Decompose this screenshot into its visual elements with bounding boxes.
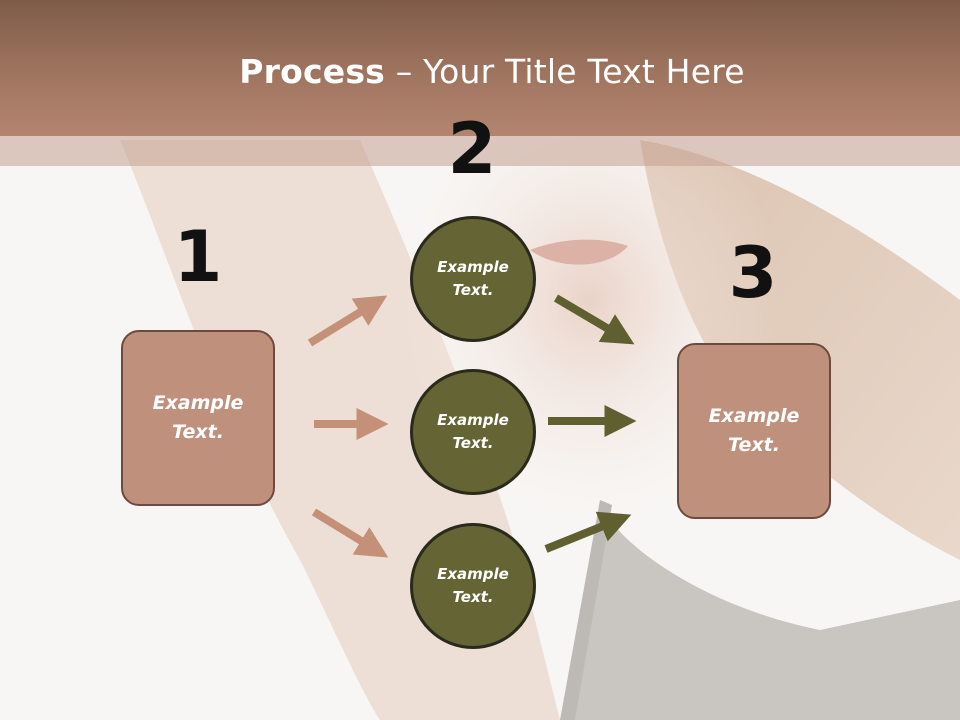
title-rest: – Your Title Text Here [385, 52, 745, 91]
header-band [0, 0, 960, 136]
process-circle-bottom: Example Text. [410, 523, 536, 649]
slide-title: Process – Your Title Text Here [0, 52, 960, 91]
process-box-end-text: Example Text. [708, 405, 800, 456]
process-box-start: Example Text. [121, 330, 275, 506]
process-circle-top: Example Text. [410, 216, 536, 342]
arrow-left-bottom [311, 508, 389, 558]
process-box-end: Example Text. [677, 343, 831, 519]
step-number-2: 2 [447, 108, 497, 190]
process-circle-middle-text: Example Text. [437, 411, 509, 452]
step-number-1: 1 [173, 216, 223, 298]
header-strip [0, 136, 960, 166]
arrow-right-bottom [544, 511, 632, 553]
title-bold: Process [239, 52, 386, 91]
step-number-3: 3 [728, 232, 778, 314]
process-circle-middle: Example Text. [410, 369, 536, 495]
process-circle-bottom-text: Example Text. [437, 565, 509, 606]
process-box-start-text: Example Text. [152, 392, 244, 443]
arrow-left-top [307, 295, 388, 347]
process-circle-top-text: Example Text. [437, 258, 509, 299]
arrow-right-top [553, 294, 635, 345]
